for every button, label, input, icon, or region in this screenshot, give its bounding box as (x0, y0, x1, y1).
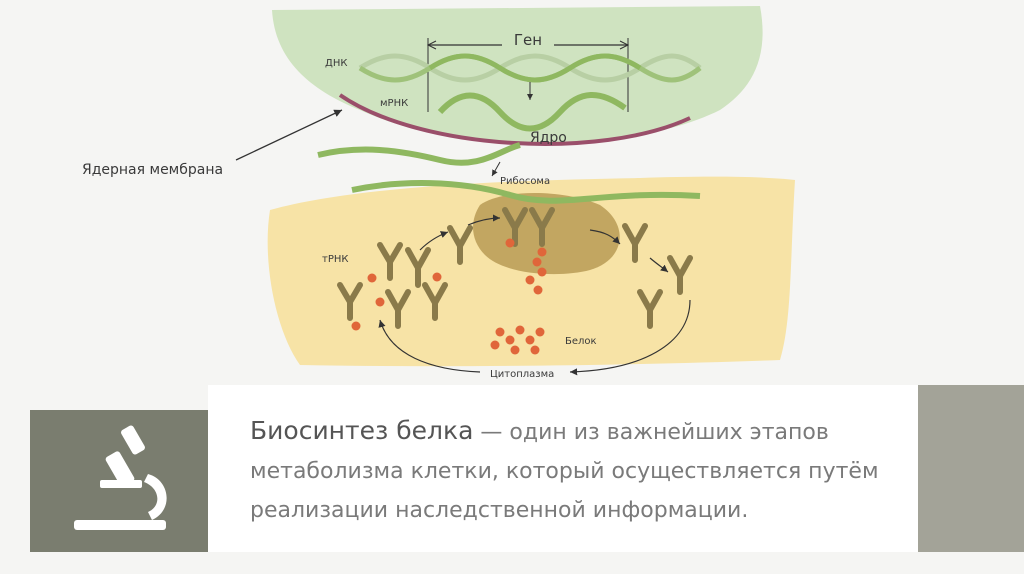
label-ribosome: Рибосома (500, 176, 550, 187)
caption-term: Биосинтез белка (250, 416, 473, 445)
label-cytoplasm: Цитоплазма (490, 369, 554, 380)
bottom-margin (0, 552, 1024, 574)
label-protein: Белок (565, 336, 597, 347)
ribosome-shape (473, 193, 620, 274)
label-dna: ДНК (325, 58, 347, 69)
decorative-strip (918, 385, 1024, 552)
label-nuclear-membrane: Ядерная мембрана (82, 162, 223, 178)
caption-text: Биосинтез белка — один из важнейших этап… (250, 411, 890, 530)
label-nucleus: Ядро (530, 130, 567, 146)
microscope-icon (30, 410, 208, 552)
label-gene: Ген (514, 31, 542, 49)
label-trna: тРНК (322, 254, 348, 265)
caption-box: Биосинтез белка — один из важнейших этап… (208, 385, 918, 552)
icon-panel (30, 410, 208, 552)
label-mrna: мРНК (380, 98, 408, 109)
